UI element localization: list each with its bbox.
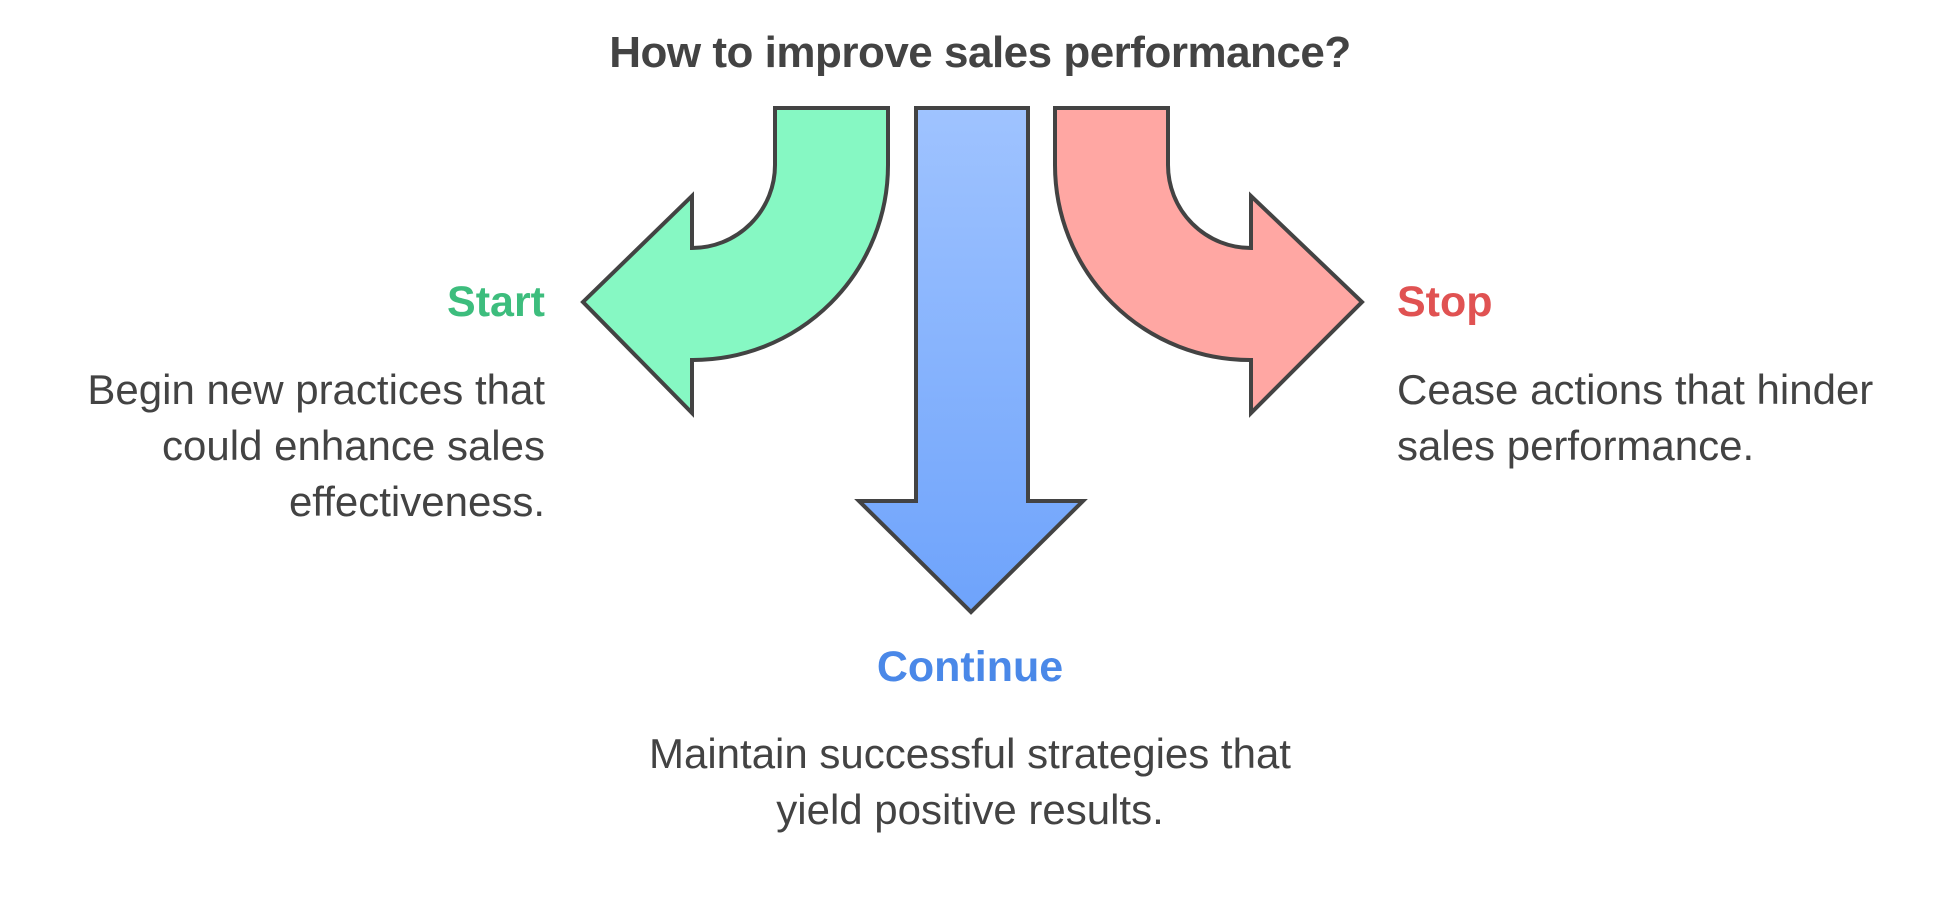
stop-label: Stop [1397,278,1493,326]
continue-description: Maintain successful strategies that yiel… [649,730,1291,833]
diagram-title: How to improve sales performance? [609,28,1351,77]
stop-description: Cease actions that hinder sales performa… [1397,366,1874,469]
start-label: Start [447,278,545,326]
stop-arrow [1053,106,1365,418]
continue-label: Continue [876,643,1064,691]
start-arrow [580,106,890,418]
start-description: Begin new practices that could enhance s… [87,366,545,525]
continue-arrow [854,106,1088,615]
